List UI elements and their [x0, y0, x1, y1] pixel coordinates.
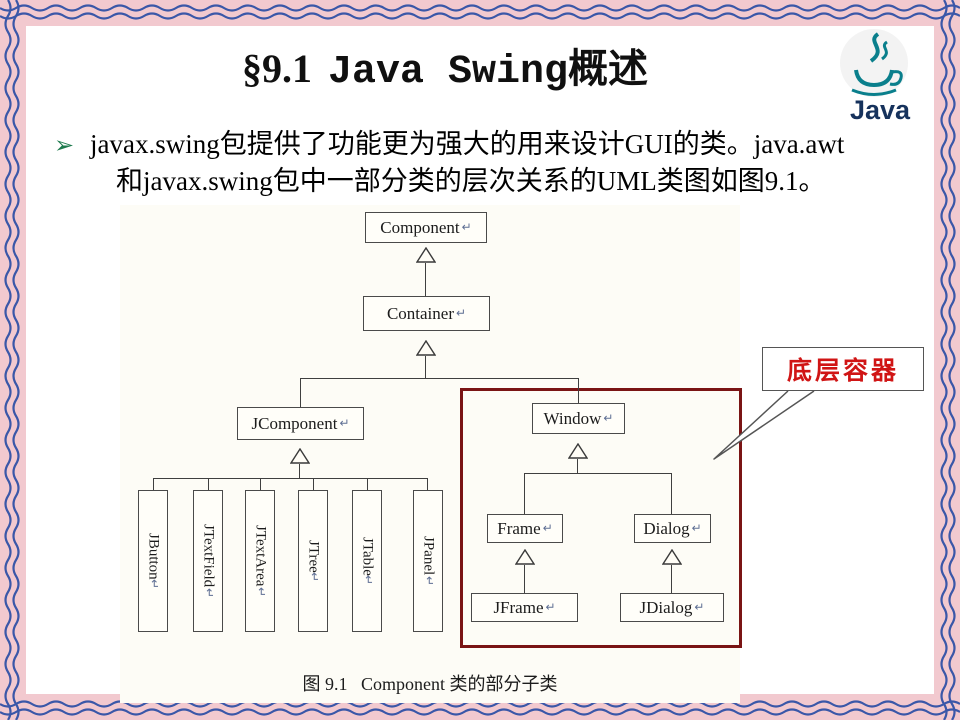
connector-line — [425, 263, 426, 296]
node-label: JTextArea — [252, 525, 269, 587]
connector-line — [577, 459, 578, 473]
body-text-line2: 和javax.swing包中一部分类的层次关系的UML类图如图9.1。 — [116, 166, 826, 196]
connector-line — [313, 478, 314, 490]
connector-line — [525, 473, 672, 474]
body-text-line1: javax.swing包提供了功能更为强大的用来设计GUI的类。java.awt — [90, 129, 845, 159]
connector-line — [367, 478, 368, 490]
node-label: JComponent — [251, 413, 338, 433]
connector-line — [260, 478, 261, 490]
return-mark: ↵ — [455, 306, 467, 320]
cup-handle-icon — [889, 70, 903, 86]
node-label: JTable — [359, 536, 376, 576]
inheritance-arrow-icon — [515, 549, 535, 565]
return-mark: ↵ — [691, 521, 702, 535]
node-label: JTextField — [200, 524, 217, 588]
return-mark: ↵ — [202, 587, 217, 598]
inheritance-arrow-icon — [568, 443, 588, 459]
bullet-arrow-icon: ➢ — [54, 131, 75, 159]
node-label: Window — [543, 408, 602, 428]
uml-node-jtable: JTable↵ — [352, 490, 382, 632]
node-label: JFrame — [493, 597, 544, 617]
logo-circle — [840, 29, 908, 97]
connector-line — [153, 478, 154, 490]
highlight-rectangle — [460, 388, 742, 648]
uml-node-jtree: JTree↵ — [298, 490, 328, 632]
callout-pointer — [713, 390, 815, 460]
uml-class-diagram: Component↵ Container↵ JComponent↵ JButto… — [120, 205, 742, 703]
connector-line — [524, 565, 525, 593]
uml-node-container: Container↵ — [363, 296, 490, 331]
title-section-number: §9.1 — [241, 46, 312, 91]
coffee-cup-icon — [854, 69, 894, 88]
connector-line — [671, 565, 672, 593]
title-topic: Java Swing — [327, 50, 569, 95]
figure-caption: 图 9.1 Component 类的部分子类 — [302, 674, 558, 694]
uml-node-jbutton: JButton↵ — [138, 490, 168, 632]
logo-wordmark: Java — [850, 95, 911, 124]
callout-label: 底层容器 — [762, 347, 924, 391]
uml-node-window: Window↵ — [532, 403, 625, 434]
return-mark: ↵ — [361, 575, 376, 586]
title-suffix: 概述 — [568, 46, 649, 91]
uml-node-jtextarea: JTextArea↵ — [245, 490, 275, 632]
uml-node-component: Component↵ — [365, 212, 487, 243]
inheritance-arrow-icon — [416, 247, 436, 263]
return-mark: ↵ — [254, 586, 269, 597]
return-mark: ↵ — [542, 521, 553, 535]
uml-node-frame: Frame↵ — [487, 514, 563, 543]
return-mark: ↵ — [545, 600, 556, 614]
node-label: Component — [380, 217, 460, 237]
node-label: Container — [386, 303, 454, 323]
node-label: Dialog — [643, 518, 690, 538]
return-mark: ↵ — [461, 220, 472, 234]
page-title: §9.1 Java Swing概述 — [0, 36, 890, 95]
node-label: JButton — [145, 532, 162, 580]
java-logo: Java — [840, 29, 911, 124]
uml-node-jframe: JFrame↵ — [471, 593, 578, 622]
connector-line — [578, 378, 579, 403]
return-mark: ↵ — [307, 572, 322, 583]
return-mark: ↵ — [603, 411, 614, 425]
uml-node-jdialog: JDialog↵ — [620, 593, 724, 622]
connector-line — [208, 478, 209, 490]
return-mark: ↵ — [694, 600, 705, 614]
connector-line — [300, 378, 579, 379]
return-mark: ↵ — [339, 416, 350, 430]
connector-line — [153, 478, 428, 479]
connector-line — [427, 478, 428, 490]
saucer-icon — [851, 88, 897, 96]
uml-node-jtextfield: JTextField↵ — [193, 490, 223, 632]
node-label: JTree — [305, 539, 322, 573]
connector-line — [524, 473, 525, 514]
node-label: Frame — [497, 518, 541, 538]
node-label: JDialog — [639, 597, 693, 617]
inheritance-arrow-icon — [662, 549, 682, 565]
body-text: javax.swing包提供了功能更为强大的用来设计GUI的类。java.awt… — [90, 126, 920, 200]
inheritance-arrow-icon — [416, 340, 436, 356]
steam-icon — [881, 40, 888, 61]
connector-line — [671, 473, 672, 514]
uml-node-jcomponent: JComponent↵ — [237, 407, 364, 440]
inheritance-arrow-icon — [290, 448, 310, 464]
uml-node-jpanel: JPanel↵ — [413, 490, 443, 632]
connector-line — [300, 378, 301, 407]
return-mark: ↵ — [147, 579, 162, 590]
steam-icon — [869, 32, 880, 63]
connector-line — [425, 356, 426, 378]
node-label: JPanel — [420, 536, 437, 576]
uml-node-dialog: Dialog↵ — [634, 514, 711, 543]
connector-line — [299, 464, 300, 478]
return-mark: ↵ — [422, 575, 437, 586]
